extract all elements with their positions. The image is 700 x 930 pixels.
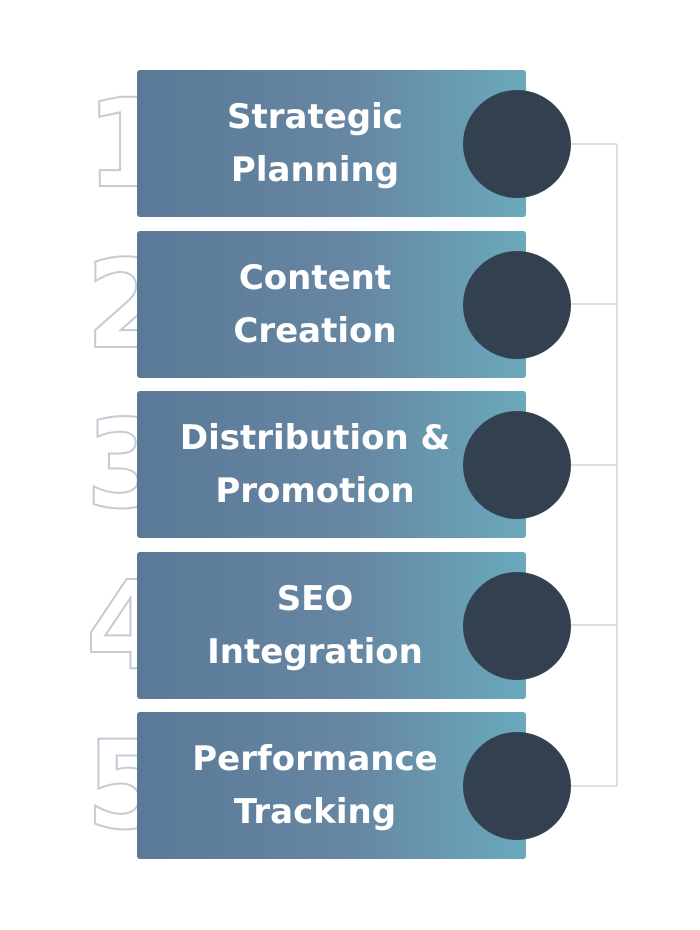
step-dot (463, 572, 571, 680)
step-label-container: Performance Tracking (137, 712, 493, 859)
step-dot (463, 732, 571, 840)
step-label: Strategic Planning (227, 96, 403, 190)
step-dot (463, 251, 571, 359)
step-card (137, 552, 526, 699)
step-dot (463, 411, 571, 519)
step-4: 4 SEO Integration (0, 552, 700, 700)
step-card (137, 712, 526, 859)
step-card (137, 231, 526, 378)
step-label: Performance Tracking (192, 738, 438, 832)
step-label-container: SEO Integration (137, 552, 493, 699)
step-5: 5 Performance Tracking (0, 712, 700, 860)
step-label: Distribution & Promotion (179, 417, 451, 511)
step-2: 2 Content Creation (0, 231, 700, 379)
step-3: 3 Distribution & Promotion (0, 391, 700, 539)
step-label: Content Creation (233, 257, 397, 351)
step-label-container: Strategic Planning (137, 70, 493, 217)
step-label: SEO Integration (207, 578, 423, 672)
step-card (137, 391, 526, 538)
step-dot (463, 90, 571, 198)
step-card (137, 70, 526, 217)
step-1: 1 Strategic Planning (0, 70, 700, 218)
step-label-container: Content Creation (137, 231, 493, 378)
step-label-container: Distribution & Promotion (137, 391, 493, 538)
